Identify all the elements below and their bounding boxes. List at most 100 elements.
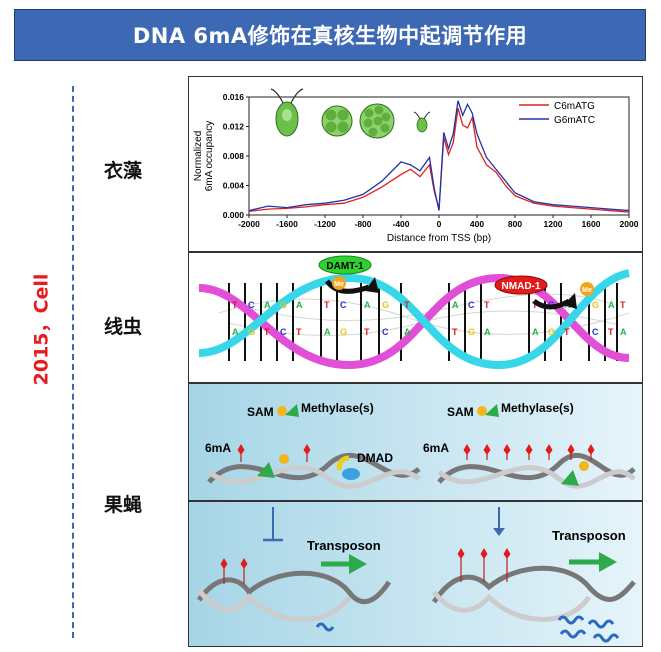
base-letter: C <box>592 327 599 337</box>
base-letter: T <box>484 300 490 310</box>
methyl-mark-icon <box>503 548 511 559</box>
methyl-mark-icon <box>220 558 228 569</box>
base-letter: G <box>548 327 555 337</box>
drosophila-methylation-panel: SAM Methylase(s) 6mA DMAD SAM Methylase(… <box>188 383 643 501</box>
timeline-line <box>72 86 74 638</box>
drosophila-transposon-diagram: Transposon Transposon <box>196 507 636 643</box>
sam-label-right: SAM <box>447 405 474 419</box>
y-tick-label: 0.008 <box>223 151 245 161</box>
dmad-label: DMAD <box>357 451 393 465</box>
x-tick-label: 800 <box>508 219 522 229</box>
base-letter: A <box>608 300 615 310</box>
damt1-label: DAMT-1 <box>326 261 364 272</box>
c-elegans-helix-panel: TACGATGCATTACGATGCTAATCGTATACGATGCATTA D… <box>188 252 643 383</box>
methyl-mark-icon <box>587 444 595 455</box>
timeline-year-text: 2015，Cell <box>30 273 53 386</box>
methyl-mark-icon <box>303 444 311 455</box>
6ma-label-right: 6mA <box>423 441 449 455</box>
base-letter: T <box>452 327 458 337</box>
methylase-label-left: Methylase(s) <box>301 401 374 415</box>
methyl-mark-icon <box>457 548 465 559</box>
transposon-label-right: Transposon <box>552 528 626 543</box>
base-letter: T <box>608 327 614 337</box>
helix-strand-magenta <box>198 273 630 370</box>
base-letter: C <box>248 300 255 310</box>
methyl-mark-icon <box>480 548 488 559</box>
x-tick-label: -1200 <box>314 219 336 229</box>
base-letter: A <box>264 300 271 310</box>
nmad1-label: NMAD-1 <box>502 281 541 292</box>
y-axis-label: Normalized <box>193 131 204 182</box>
y-tick-label: 0.016 <box>223 92 245 102</box>
base-letter: T <box>364 327 370 337</box>
methyl-mark-icon <box>503 444 511 455</box>
methyl-mark-icon <box>483 444 491 455</box>
series-line-c6matg <box>248 107 630 213</box>
damt1-enzyme: DAMT-1 Me <box>318 255 379 294</box>
base-letter: G <box>280 300 287 310</box>
base-letter: C <box>340 300 347 310</box>
base-letter: A <box>296 300 303 310</box>
base-letter: A <box>620 327 627 337</box>
organism-label-chlamydomonas: 衣藻 <box>104 160 143 182</box>
base-letter: G <box>248 327 255 337</box>
y-tick-label: 0.004 <box>223 181 245 191</box>
sam-label-left: SAM <box>247 405 274 419</box>
base-letter: T <box>620 300 626 310</box>
base-letter: G <box>468 327 475 337</box>
transposon-label-left: Transposon <box>307 538 381 553</box>
methylase-label-right: Methylase(s) <box>501 401 574 415</box>
organism-label-c-elegans: 线虫 <box>104 316 143 338</box>
base-letter: G <box>592 300 599 310</box>
drosophila-methylation-diagram: SAM Methylase(s) 6mA DMAD SAM Methylase(… <box>205 401 636 489</box>
base-letter: C <box>280 327 287 337</box>
base-letter: A <box>484 327 491 337</box>
base-letter: T <box>264 327 270 337</box>
y-axis-label: 6mA occupancy <box>204 121 215 192</box>
x-tick-label: 1600 <box>582 219 601 229</box>
methyl-mark-icon <box>237 444 245 455</box>
x-tick-label: 2000 <box>620 219 639 229</box>
algae-illustration <box>270 88 431 139</box>
drosophila-transposon-panel: Transposon Transposon <box>188 501 643 647</box>
x-axis-label: Distance from TSS (bp) <box>387 233 491 244</box>
6ma-label-left: 6mA <box>205 441 231 455</box>
chart-legend: C6mATG G6mATC <box>519 101 595 126</box>
y-tick-label: 0.000 <box>223 210 245 220</box>
x-tick-label: -400 <box>392 219 409 229</box>
base-letter: C <box>382 327 389 337</box>
methyl-mark-icon <box>567 444 575 455</box>
x-tick-label: -800 <box>354 219 371 229</box>
x-tick-label: -2000 <box>238 219 260 229</box>
methyl-mark-icon <box>240 558 248 569</box>
base-letter: G <box>340 327 347 337</box>
methyl-mark-icon <box>525 444 533 455</box>
right-transposon-scene: Transposon <box>431 507 636 643</box>
base-letter: A <box>232 327 239 337</box>
nmad1-enzyme: NMAD-1 Me <box>494 275 594 310</box>
base-letter: A <box>324 327 331 337</box>
x-tick-label: -1600 <box>276 219 298 229</box>
left-transposon-scene: Transposon <box>196 507 392 632</box>
methyl-mark-icon <box>463 444 471 455</box>
y-tick-label: 0.012 <box>223 122 245 132</box>
chart-series-lines <box>248 100 630 213</box>
left-methylation-scene: SAM Methylase(s) 6mA DMAD <box>205 401 421 489</box>
base-letter: A <box>452 300 459 310</box>
svg-text:Me: Me <box>334 281 344 288</box>
base-letter: T <box>232 300 238 310</box>
base-letter: A <box>532 327 539 337</box>
base-letter: A <box>404 327 411 337</box>
legend-entry: C6mATG <box>554 101 595 112</box>
transcript-icon <box>315 622 335 632</box>
x-tick-label: 1200 <box>544 219 563 229</box>
methyl-mark-icon <box>545 444 553 455</box>
series-line-g6matc <box>248 100 630 212</box>
transcripts-icon <box>557 615 620 643</box>
helix-strand-cyan <box>198 269 631 370</box>
x-tick-label: 400 <box>470 219 484 229</box>
legend-entry: G6mATC <box>554 115 595 126</box>
